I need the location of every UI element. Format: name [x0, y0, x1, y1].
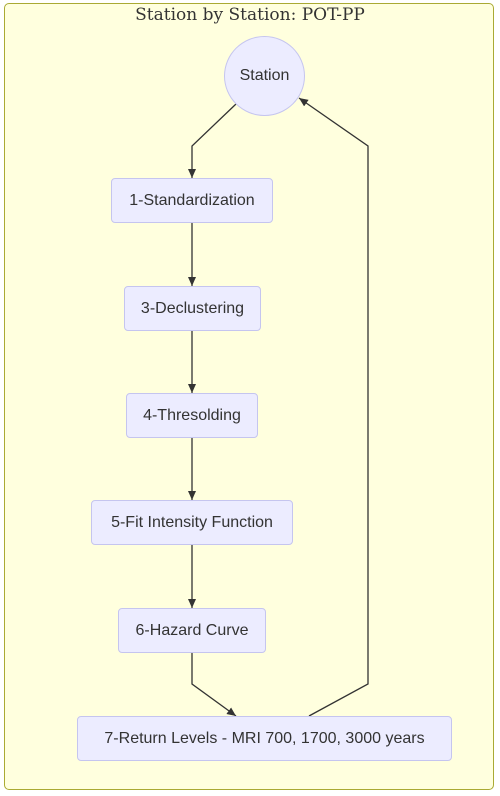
node-station-label: Station [239, 67, 290, 84]
node-fit-intensity-function-label: 5-Fit Intensity Function [111, 513, 273, 531]
node-thresholding[interactable]: 4-Thresolding [126, 393, 258, 438]
node-thresholding-label: 4-Thresolding [143, 406, 241, 424]
node-hazard-curve-label: 6-Hazard Curve [135, 621, 249, 639]
node-declustering[interactable]: 3-Declustering [124, 286, 261, 331]
node-declustering-label: 3-Declustering [140, 299, 245, 317]
node-standardization[interactable]: 1-Standardization [111, 178, 273, 223]
node-hazard-curve[interactable]: 6-Hazard Curve [118, 608, 266, 653]
diagram-title: Station by Station: POT-PP [135, 5, 365, 25]
node-standardization-label: 1-Standardization [129, 191, 255, 209]
node-fit-intensity-function[interactable]: 5-Fit Intensity Function [91, 500, 293, 545]
node-station[interactable]: Station [224, 36, 305, 116]
edge-station-to-standardization [188, 103, 237, 178]
edge-hazard-curve-to-return-levels [191, 653, 237, 717]
node-return-levels-label: 7-Return Levels - MRI 700, 1700, 3000 ye… [104, 729, 425, 747]
edge-return-levels-to-station [298, 97, 369, 717]
node-return-levels[interactable]: 7-Return Levels - MRI 700, 1700, 3000 ye… [77, 716, 452, 761]
